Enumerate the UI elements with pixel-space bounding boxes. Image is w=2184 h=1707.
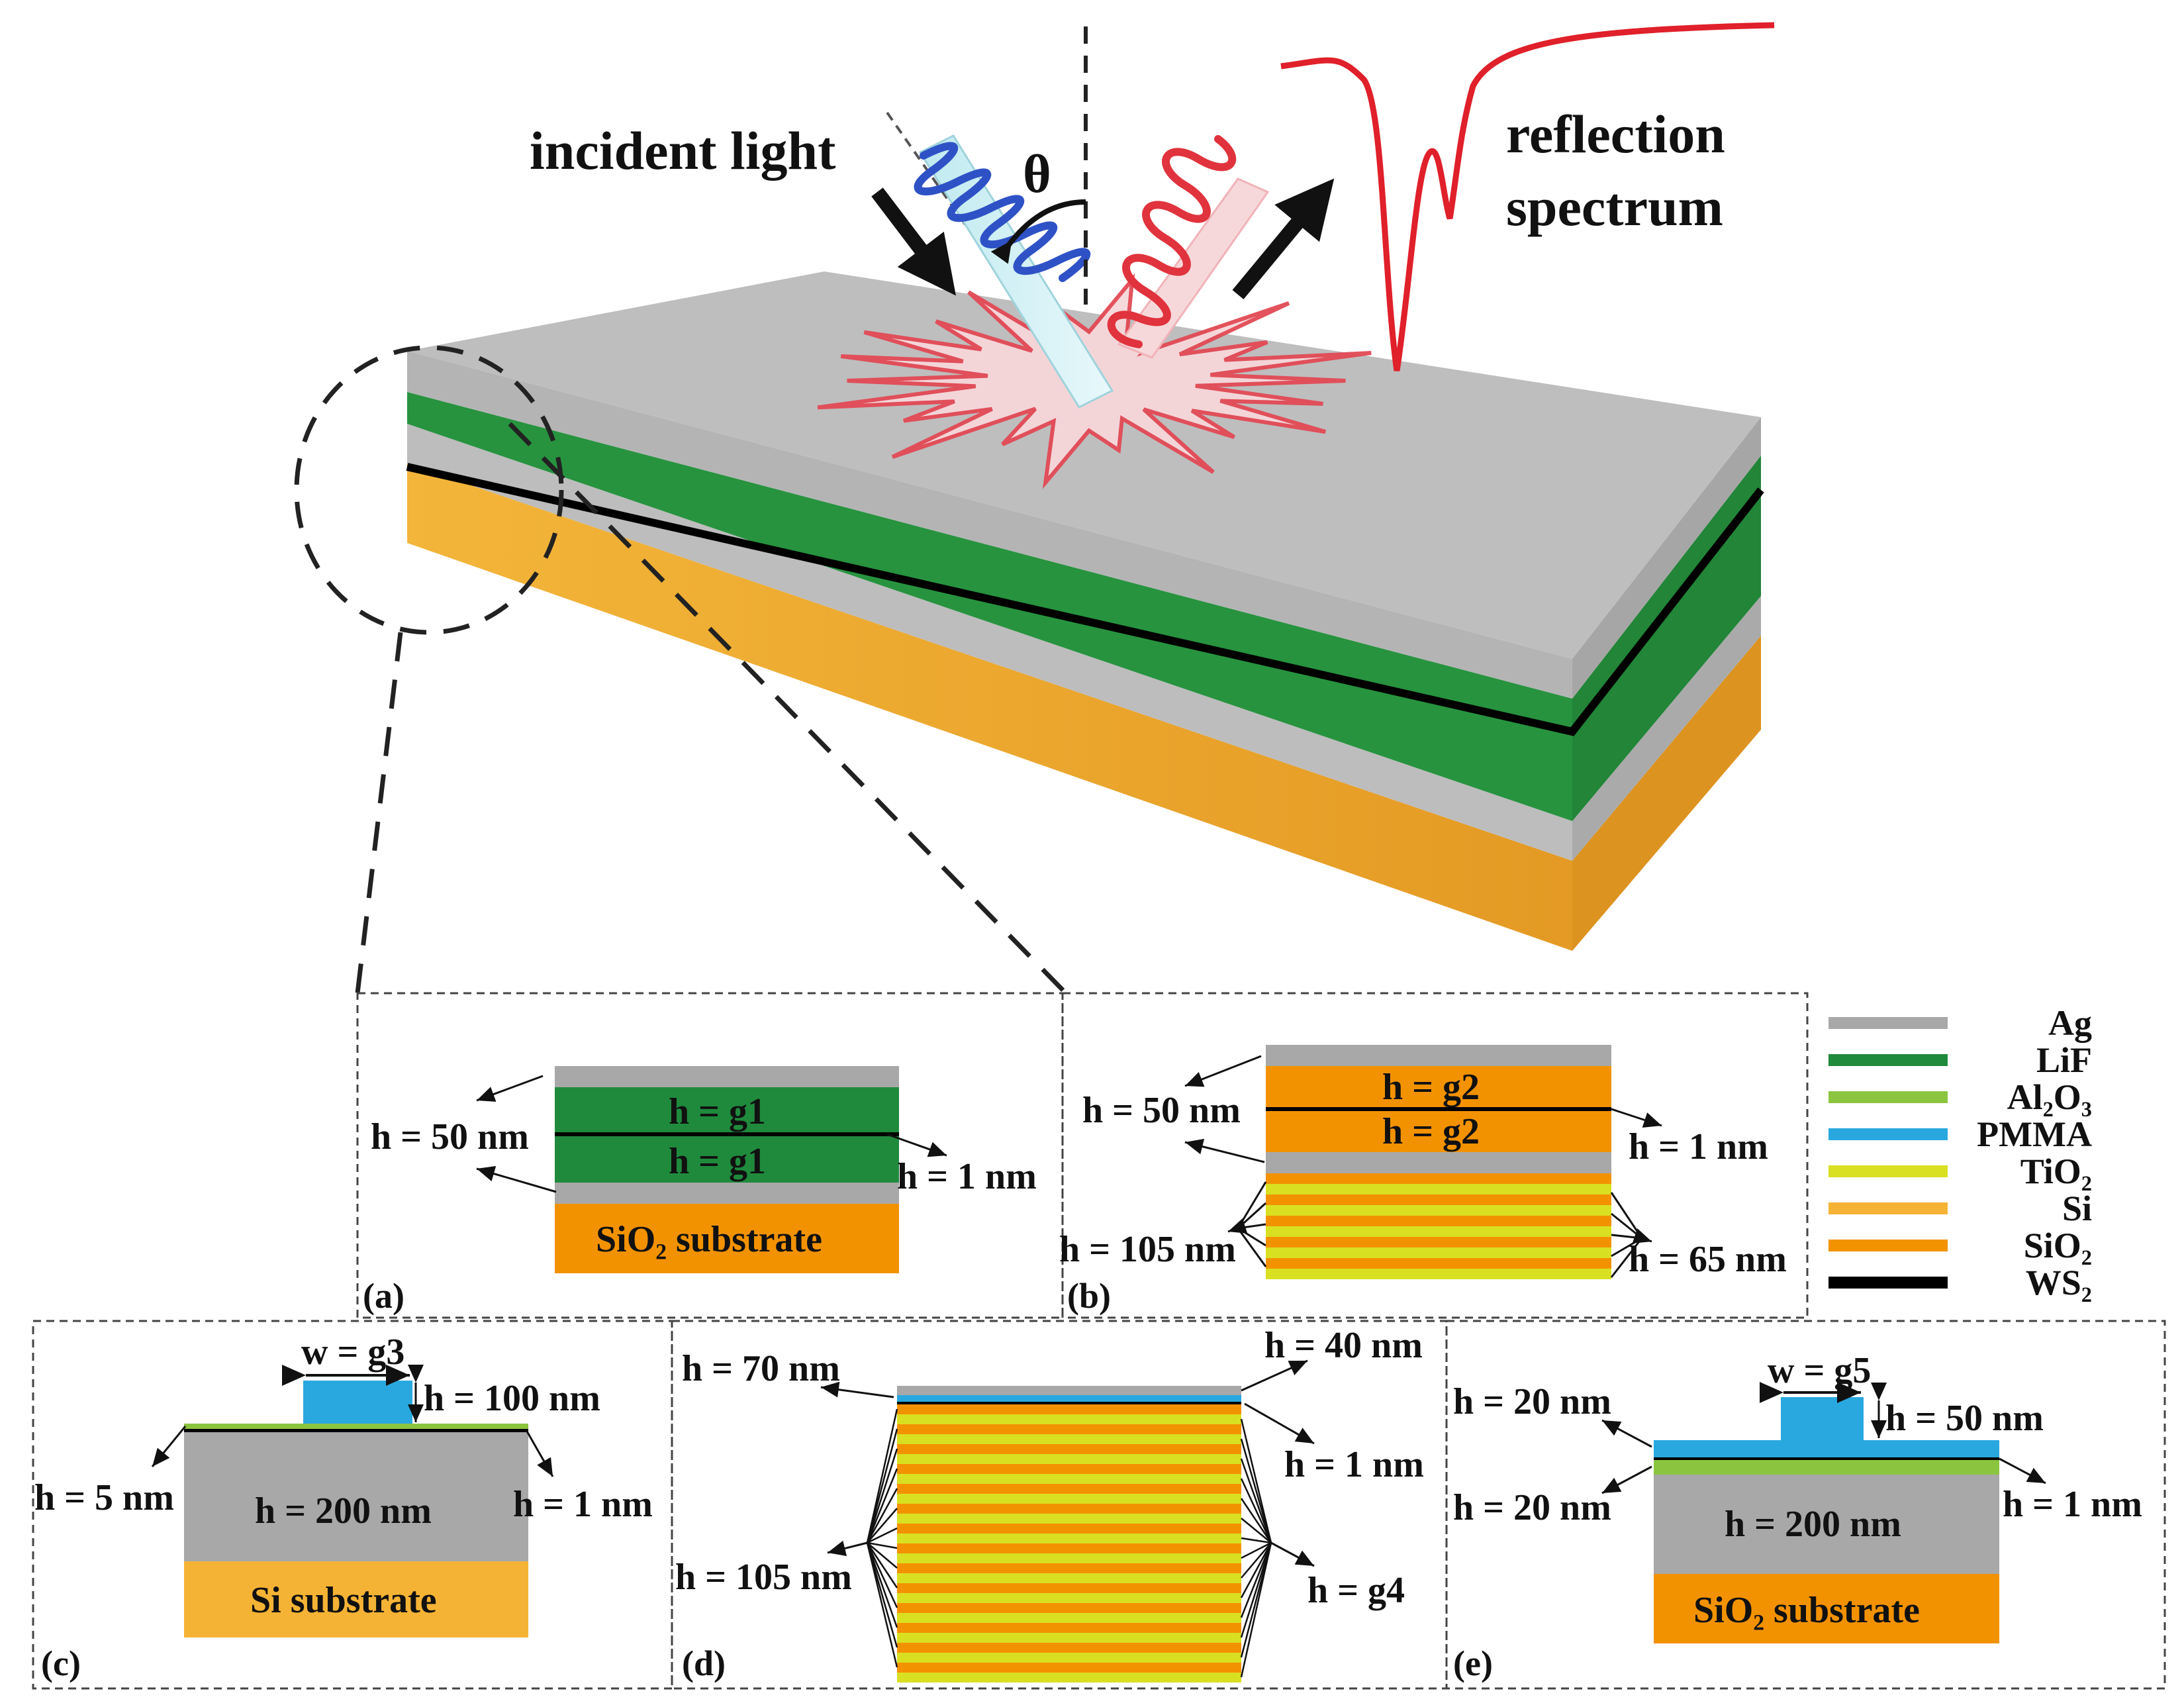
panel-e-tag: (e): [1453, 1643, 1493, 1683]
legend-swatch: [1828, 1017, 1948, 1029]
panel-a-g-bottom: h = g1: [669, 1141, 766, 1182]
panel-c-h-left: h = 5 nm: [34, 1477, 174, 1518]
legend-label: PMMA: [1977, 1114, 2092, 1154]
legend-swatch: [1828, 1091, 1948, 1103]
slab-substrate-front: [407, 463, 1572, 951]
zoom-circle: [294, 345, 564, 635]
panel-b-h-right-top: h = 1 nm: [1629, 1126, 1768, 1167]
panel-b: h = g2 h = g2 h = 50 nm h = 1 nm h = 105…: [1059, 1045, 1787, 1316]
blue-helix: [914, 142, 1091, 282]
incident-arrow: [871, 187, 956, 296]
panel-e-h-mid: h = 200 nm: [1725, 1504, 1901, 1545]
slab-ag-top-side: [1572, 417, 1761, 699]
panel-e: w = g5 h = 50 nm h = 20 nm h = 20 nm h =…: [1453, 1350, 2142, 1683]
panel-c: w = g3 h = 100 nm h = 200 nm Si substrat…: [34, 1332, 653, 1683]
panel-c-tag: (c): [41, 1643, 81, 1683]
zoom-guide-left: [355, 632, 403, 994]
reflected-beam: [1107, 135, 1335, 359]
panel-c-h-top: h = 100 nm: [424, 1378, 600, 1419]
panel-e-w: w = g5: [1768, 1350, 1871, 1391]
panel-d-h-left-bottom: h = 105 nm: [675, 1557, 852, 1598]
panel-frames: [32, 992, 2166, 1690]
panel-b-h-right-bottom: h = 65 nm: [1629, 1239, 1787, 1280]
panel-d-tag: (d): [682, 1643, 726, 1683]
panel-a-tag: (a): [363, 1276, 404, 1316]
panel-c-w: w = g3: [301, 1332, 404, 1373]
zoom-guide-right: [508, 422, 1068, 995]
reflection-spectrum-curve: [1280, 22, 1775, 371]
slab-substrate-side: [1572, 636, 1761, 951]
slab-top-face: [407, 271, 1761, 659]
legend-label: SiO₂: [2024, 1226, 2092, 1265]
panel-c-frame: [32, 1320, 673, 1690]
panel-b-h-left-top: h = 50 nm: [1082, 1090, 1241, 1131]
legend-swatch: [1828, 1128, 1948, 1140]
panel-c-substrate: Si substrate: [250, 1580, 437, 1621]
red-helix: [1107, 135, 1237, 348]
panel-e-substrate: SiO₂ substrate: [1693, 1590, 1920, 1631]
reflection-label-line2: spectrum: [1506, 177, 1723, 237]
panel-b-g-top: h = g2: [1382, 1067, 1480, 1108]
reflected-arrow: [1232, 178, 1335, 300]
panel-a-h-right: h = 1 nm: [897, 1156, 1037, 1197]
panel-d-h-top-right: h = 40 nm: [1264, 1325, 1423, 1366]
panel-c-h-mid: h = 200 nm: [255, 1490, 432, 1532]
panel-a-substrate: SiO₂ substrate: [596, 1219, 822, 1260]
legend-label: Al₂O₃: [2007, 1077, 2092, 1117]
reflection-label-line1: reflection: [1506, 104, 1725, 164]
panel-b-frame: [1061, 992, 1809, 1319]
panel-e-h-top: h = 50 nm: [1885, 1398, 2044, 1439]
legend-swatch: [1828, 1202, 1948, 1214]
panel-d-h-top-left: h = 70 nm: [682, 1348, 840, 1389]
panel-b-tag: (b): [1067, 1276, 1111, 1316]
panel-d-h-right-mid: h = 1 nm: [1284, 1444, 1424, 1485]
slab-lif-front: [407, 392, 1572, 821]
legend-swatch: [1828, 1240, 1948, 1251]
legend-label: LiF: [2036, 1040, 2092, 1080]
slab-ag-bottom-side: [1572, 596, 1761, 861]
legend-swatch: [1828, 1277, 1948, 1289]
panel-b-h-left-bottom: h = 105 nm: [1059, 1229, 1236, 1270]
legend-label: Si: [2062, 1189, 2092, 1228]
legend-label: TiO₂: [2020, 1151, 2092, 1191]
incident-beam: [871, 111, 1114, 409]
legend-label: WS₂: [2026, 1263, 2092, 1302]
panel-e-h-right: h = 1 nm: [2003, 1484, 2142, 1525]
layered-slab: [406, 271, 1764, 951]
panel-b-g-bottom: h = g2: [1382, 1111, 1480, 1152]
legend-label: Ag: [2048, 1003, 2092, 1043]
incident-light-label: incident light: [530, 121, 835, 181]
panel-e-frame: [1445, 1320, 2166, 1690]
panel-a-g-top: h = g1: [669, 1091, 766, 1132]
legend-swatch: [1828, 1054, 1948, 1066]
legend-swatch: [1828, 1165, 1948, 1177]
angle-label: θ: [1023, 144, 1051, 204]
panel-d-h-right-bottom: h = g4: [1307, 1570, 1405, 1611]
panel-a: h = g1 h = g1 SiO₂ substrate h = 50 nm h…: [363, 1066, 1037, 1316]
panel-a-h-left: h = 50 nm: [371, 1116, 529, 1157]
panel-d: h = 70 nm h = 40 nm h = 1 nm h = 105 nm …: [675, 1325, 1424, 1683]
panel-c-h-right: h = 1 nm: [513, 1484, 653, 1525]
panel-e-h-left-top: h = 20 nm: [1453, 1381, 1611, 1422]
ws2-line: [406, 463, 1764, 736]
panel-e-h-left-bottom: h = 20 nm: [1453, 1487, 1611, 1528]
angle-arc: [990, 199, 1086, 264]
slab-ag-top-front: [407, 351, 1572, 699]
